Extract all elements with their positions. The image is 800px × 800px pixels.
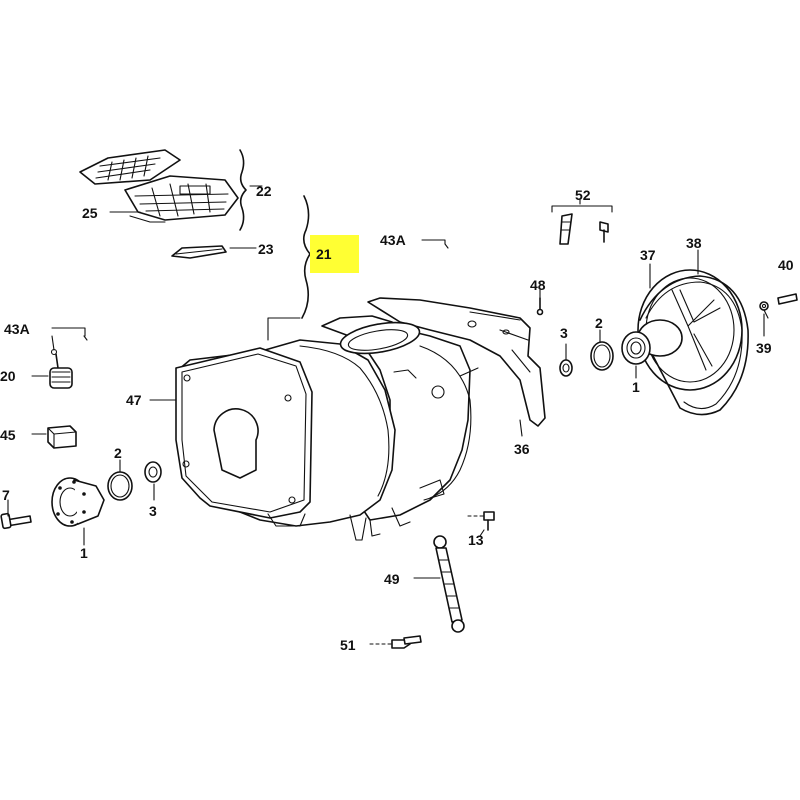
callout-45: 45 xyxy=(0,427,16,443)
bearing-hub-icon xyxy=(51,477,105,527)
pad-icon xyxy=(47,425,77,449)
cable-clip-icon xyxy=(50,327,86,356)
callout-23: 23 xyxy=(258,241,274,257)
tub-icon xyxy=(175,297,546,541)
callout-25: 25 xyxy=(82,205,98,221)
filter-grille-icon xyxy=(79,149,181,185)
shock-absorber-icon xyxy=(433,535,465,633)
callout-3-right: 3 xyxy=(560,325,568,341)
callout-21: 21 xyxy=(316,246,332,262)
bolt-icon xyxy=(369,635,422,649)
callout-2-right: 2 xyxy=(595,315,603,331)
callout-37: 37 xyxy=(640,247,656,263)
callout-2-left: 2 xyxy=(114,445,122,461)
callout-1-right: 1 xyxy=(632,379,640,395)
bolt-icon xyxy=(467,511,495,531)
highlight-box xyxy=(310,235,359,273)
callout-7: 7 xyxy=(2,487,10,503)
callout-51: 51 xyxy=(340,637,356,653)
callout-3-left: 3 xyxy=(149,503,157,519)
callout-43a-left: 43A xyxy=(4,321,30,337)
callout-47: 47 xyxy=(126,392,142,408)
callout-13: 13 xyxy=(468,532,484,548)
seal-strip-icon xyxy=(171,245,227,259)
o-ring-icon xyxy=(107,471,133,501)
washer-icon xyxy=(144,461,162,483)
belt-icon xyxy=(639,275,749,416)
callout-43a-top: 43A xyxy=(380,232,406,248)
bolt-icon xyxy=(759,293,798,319)
filter-frame-icon xyxy=(124,175,239,223)
callout-22: 22 xyxy=(256,183,272,199)
callout-20: 20 xyxy=(0,368,16,384)
washer-icon xyxy=(559,359,573,377)
callout-36: 36 xyxy=(514,441,530,457)
bearing-hub-icon xyxy=(621,319,683,365)
bolt-icon xyxy=(536,297,544,316)
bolt-icon xyxy=(551,205,613,245)
callout-39: 39 xyxy=(756,340,772,356)
callout-48: 48 xyxy=(530,277,546,293)
callout-52: 52 xyxy=(575,187,591,203)
spring-icon xyxy=(49,353,73,389)
callout-38: 38 xyxy=(686,235,702,251)
callout-40: 40 xyxy=(778,257,794,273)
bolt-icon xyxy=(0,512,32,530)
callout-1-left: 1 xyxy=(80,545,88,561)
callout-49: 49 xyxy=(384,571,400,587)
o-ring-icon xyxy=(590,341,614,371)
